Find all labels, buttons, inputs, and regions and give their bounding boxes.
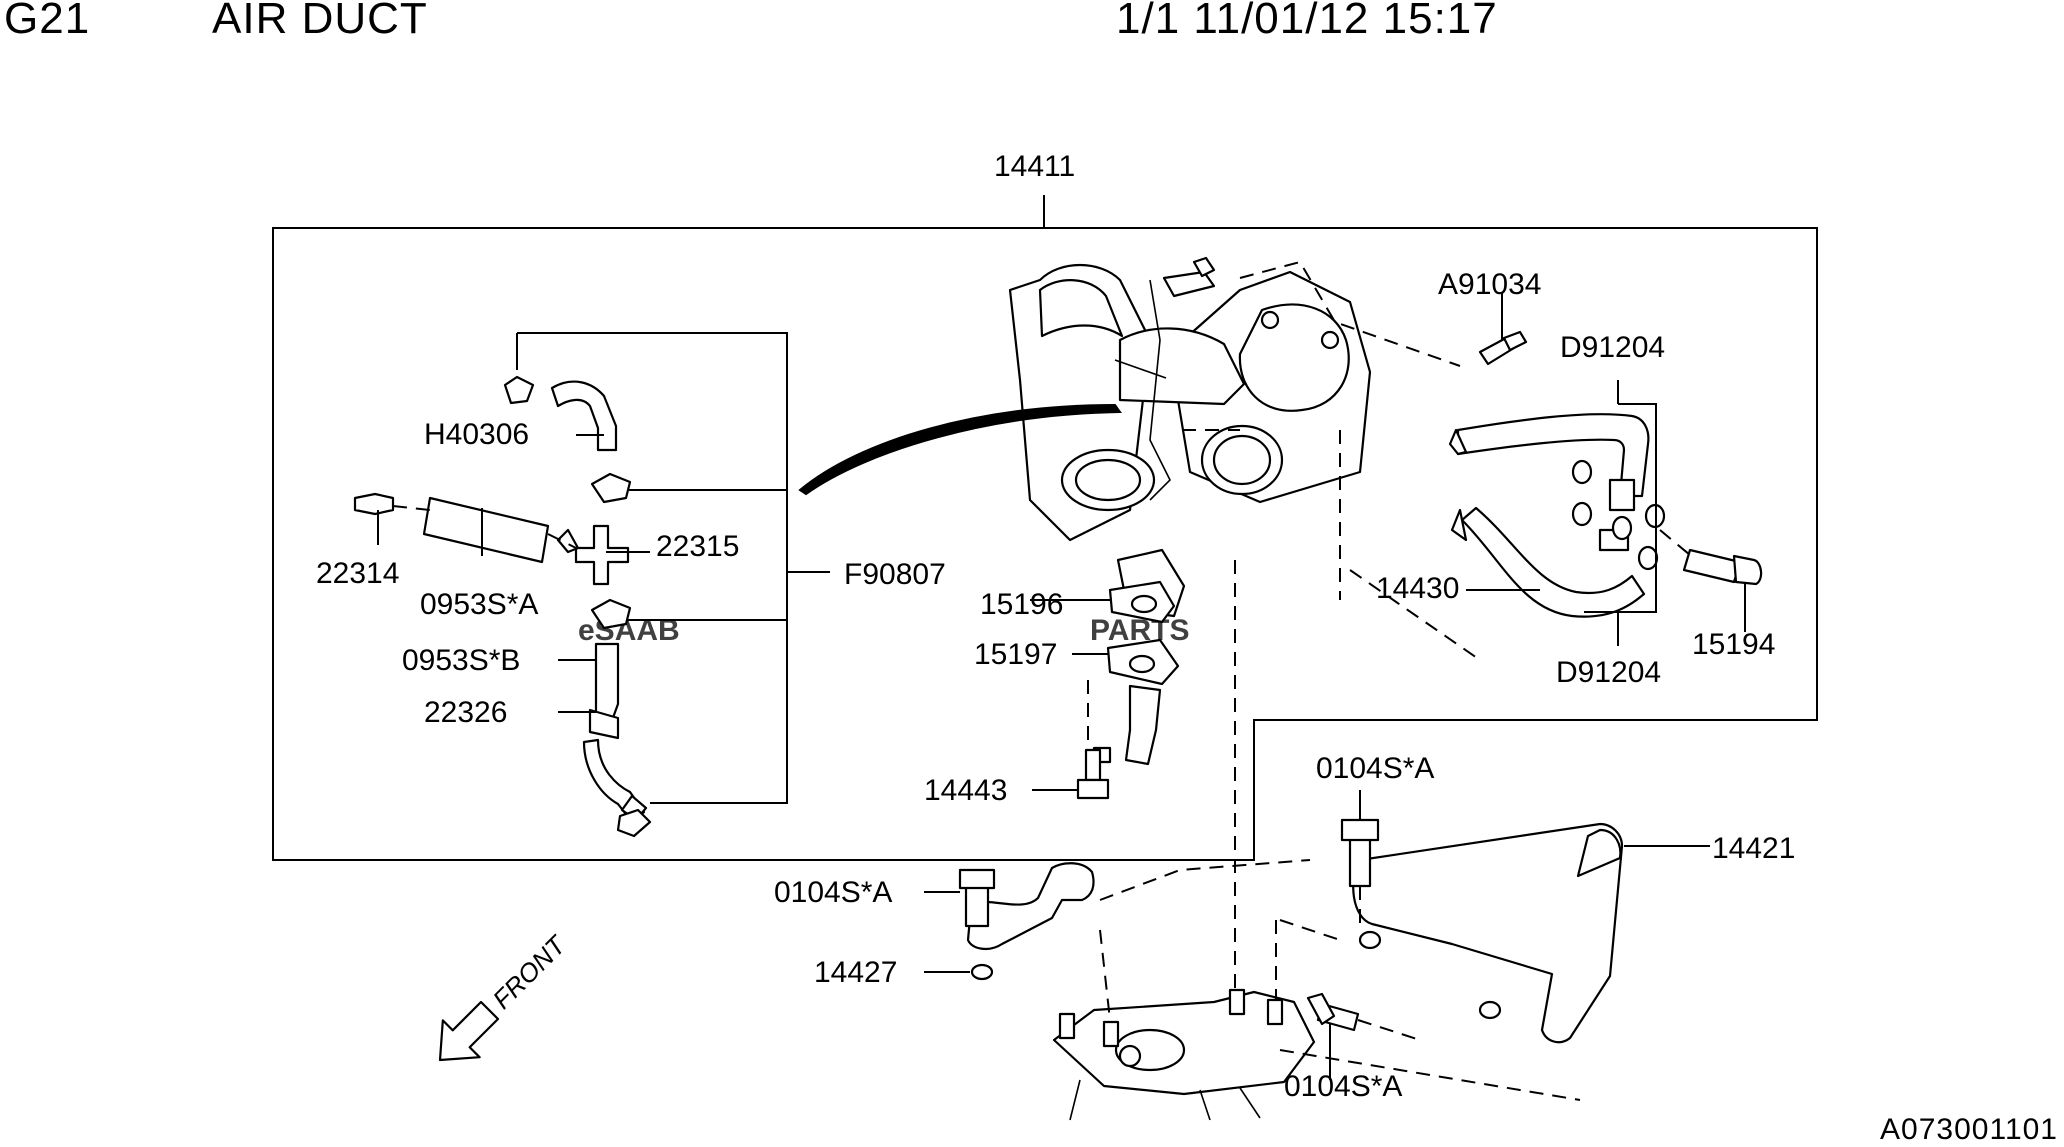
label-a91034: A91034 (1438, 268, 1541, 301)
label-d91204-lower: D91204 (1556, 656, 1661, 689)
label-14430: 14430 (1376, 572, 1459, 605)
bolt-14443 (1032, 748, 1110, 800)
label-15194: 15194 (1692, 628, 1775, 661)
label-22326: 22326 (424, 696, 507, 729)
label-0104s-a-upper: 0104S*A (1316, 752, 1434, 785)
diagram-id: A073001101 (1880, 1113, 2058, 1146)
label-14427: 14427 (814, 956, 897, 989)
label-0104s-a-left: 0104S*A (774, 876, 892, 909)
label-d91204-upper: D91204 (1560, 331, 1665, 364)
section-code: G21 (4, 0, 91, 43)
page-info: 1/1 11/01/12 15:17 (1116, 0, 1498, 43)
hose-assembly (353, 375, 652, 838)
label-14421: 14421 (1712, 832, 1795, 865)
front-arrow: FRONT (438, 929, 573, 1062)
bolt-15194 (1659, 529, 1763, 632)
label-15196: 15196 (980, 588, 1063, 621)
bolt-0104s-lower (1279, 992, 1581, 1101)
label-f90807: F90807 (844, 558, 946, 591)
label-15197: 15197 (974, 638, 1057, 671)
turbocharger (1008, 256, 1372, 618)
section-title: AIR DUCT (212, 0, 428, 43)
assembly-outline (272, 195, 1818, 861)
label-h40306: H40306 (424, 418, 529, 451)
label-22314: 22314 (316, 557, 399, 590)
watermark-prefix: eSAAB (578, 614, 680, 647)
front-label: FRONT (487, 929, 573, 1015)
bracket-14421 (1279, 790, 1710, 1044)
label-0104s-a-lower: 0104S*A (1284, 1070, 1402, 1103)
label-0953s-b: 0953S*B (402, 644, 520, 677)
oil-line (798, 403, 1122, 496)
label-14411: 14411 (994, 150, 1075, 183)
dashed-guides (1087, 260, 1481, 1000)
watermark: eSAAB PARTS (578, 614, 1189, 647)
watermark-suffix: PARTS (1090, 614, 1189, 647)
bracket-14427 (924, 859, 1316, 1121)
part-labels: 14411 A91034 D91204 H40306 22315 22314 F… (316, 150, 1795, 1103)
oil-pipes-14430 (1448, 380, 1666, 646)
label-0953s-a: 0953S*A (420, 588, 538, 621)
stud-a91034 (1478, 292, 1528, 366)
label-22315: 22315 (656, 530, 739, 563)
label-14443: 14443 (924, 774, 1007, 807)
leader-lines (377, 434, 650, 713)
